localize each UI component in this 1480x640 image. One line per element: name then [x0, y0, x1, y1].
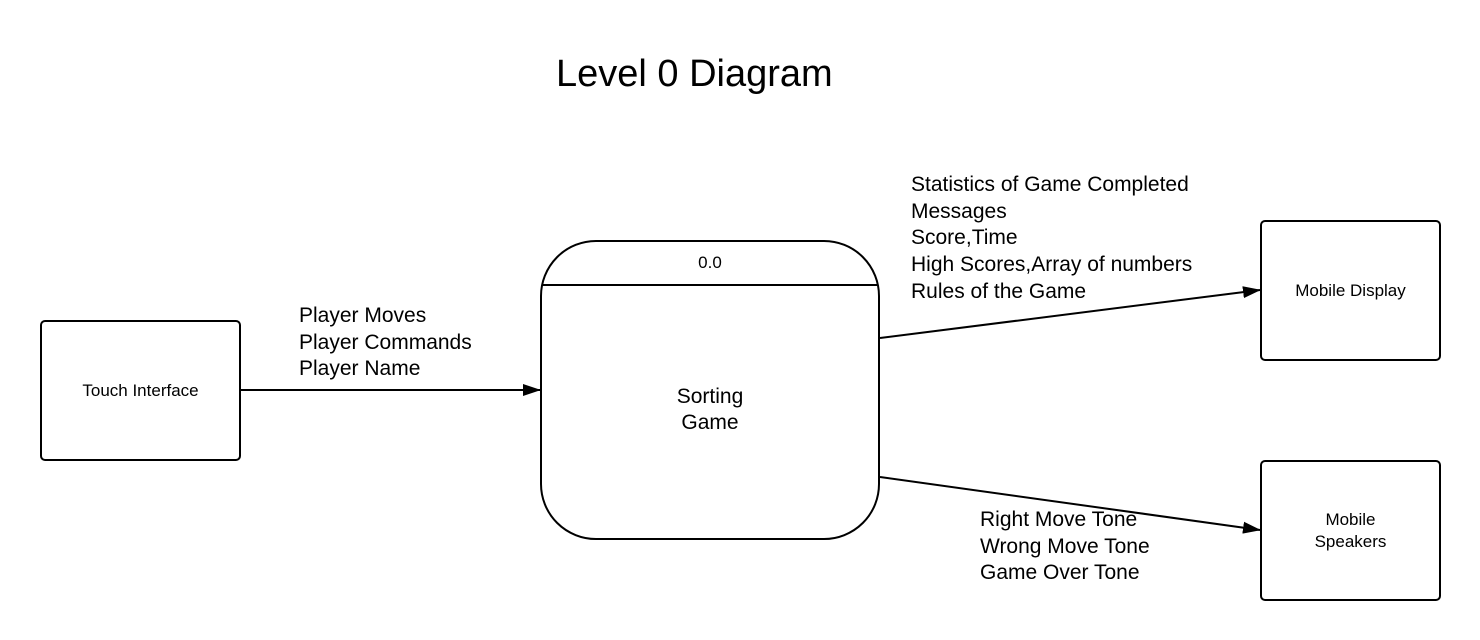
flow-label-line: Game Over Tone: [980, 561, 1140, 585]
entity-mobile-display: Mobile Display: [1260, 220, 1441, 361]
entity-label: Touch Interface: [82, 380, 199, 400]
process-id: 0.0: [542, 242, 878, 286]
process-name-line: Game: [681, 411, 739, 434]
entity-mobile-speakers: Mobile Speakers: [1260, 460, 1441, 601]
process-name: Sorting Game: [542, 384, 878, 436]
entity-label: Mobile Display: [1295, 280, 1406, 300]
entity-label: Mobile: [1325, 509, 1376, 529]
process-sorting-game: 0.0 Sorting Game: [540, 240, 880, 540]
flow-label-line: Player Moves: [299, 304, 427, 327]
diagram-title: Level 0 Diagram: [556, 53, 833, 95]
flow-label-input: Player Moves Player Commands Player Name: [299, 303, 472, 383]
flow-label-line: Statistics of Game Completed: [911, 173, 1189, 196]
flow-label-line: Player Commands: [299, 330, 472, 354]
flow-label-line: Right Move Tone: [980, 508, 1138, 531]
flow-arrow-process-to-speakers: [879, 476, 1261, 534]
flow-arrow-process-to-display: [879, 286, 1261, 339]
process-name-line: Sorting: [676, 385, 744, 408]
flow-label-line: High Scores,Array of numbers: [911, 253, 1193, 277]
entity-touch-interface: Touch Interface: [40, 320, 241, 461]
entity-label: Speakers: [1314, 531, 1387, 551]
flow-label-line: Score,Time: [911, 226, 1018, 250]
flow-label-line: Rules of the Game: [911, 279, 1087, 303]
flow-label-line: Player Name: [299, 357, 421, 381]
flow-label-line: Wrong Move Tone: [980, 534, 1150, 558]
flow-label-speaker-output: Right Move Tone Wrong Move Tone Game Ove…: [980, 507, 1150, 587]
flow-label-line: Messages: [911, 199, 1007, 223]
flow-label-display-output: Statistics of Game Completed Messages Sc…: [911, 172, 1192, 306]
